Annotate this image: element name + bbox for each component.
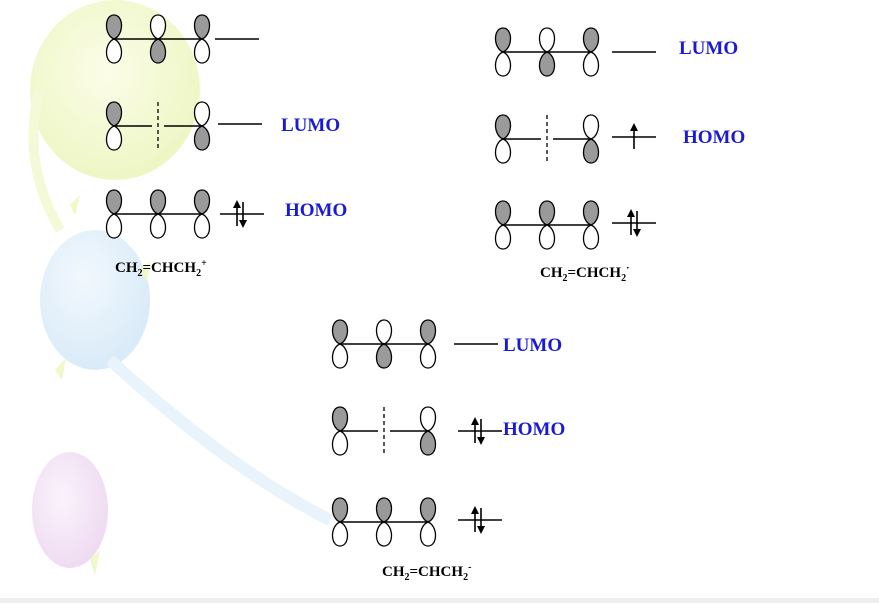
p-orbital-bottom-lobe xyxy=(419,430,437,456)
radical-formula: CH2=CHCH2· xyxy=(540,263,630,284)
electron-arrowhead xyxy=(471,417,479,425)
p-orbital-bottom-lobe xyxy=(375,521,393,547)
radical-lumo-label: LUMO xyxy=(679,38,739,59)
confetti xyxy=(70,195,80,215)
p-orbital-top-lobe xyxy=(149,14,167,40)
p-orbital-top-lobe xyxy=(538,27,556,53)
p-orbital-bottom-lobe xyxy=(419,521,437,547)
p-orbital-bottom-lobe xyxy=(582,224,600,250)
p-orbital-bottom-lobe xyxy=(149,38,167,64)
p-orbital-top-lobe xyxy=(331,497,349,523)
electron-arrowhead xyxy=(630,123,638,131)
p-orbital-bottom-lobe xyxy=(419,343,437,369)
p-orbital-top-lobe xyxy=(419,319,437,345)
p-orbital-bottom-lobe xyxy=(193,38,211,64)
p-orbital-bottom-lobe xyxy=(538,51,556,77)
electron-arrowhead xyxy=(233,200,241,208)
p-orbital-bottom-lobe xyxy=(149,213,167,239)
p-orbital-top-lobe xyxy=(193,14,211,40)
electron-arrowhead xyxy=(627,209,635,217)
p-orbital-bottom-lobe xyxy=(105,213,123,239)
p-orbital-top-lobe xyxy=(149,189,167,215)
electron-arrowhead xyxy=(477,526,485,534)
p-orbital-bottom-lobe xyxy=(331,521,349,547)
confetti xyxy=(55,358,66,380)
anion-lumo-label: LUMO xyxy=(503,335,563,356)
purple-balloon-shape xyxy=(32,452,108,568)
cation-lumo-label: LUMO xyxy=(281,115,341,136)
p-orbital-bottom-lobe xyxy=(193,125,211,151)
p-orbital-top-lobe xyxy=(582,114,600,140)
p-orbital-top-lobe xyxy=(105,101,123,127)
anion-formula: CH2=CHCH2- xyxy=(382,562,472,583)
p-orbital-top-lobe xyxy=(105,189,123,215)
anion-homo-label: HOMO xyxy=(503,419,566,440)
p-orbital-bottom-lobe xyxy=(105,125,123,151)
p-orbital-bottom-lobe xyxy=(582,51,600,77)
p-orbital-top-lobe xyxy=(582,27,600,53)
p-orbital-bottom-lobe xyxy=(105,38,123,64)
p-orbital-top-lobe xyxy=(193,189,211,215)
cation-formula: CH2=CHCH2+ xyxy=(115,258,207,279)
p-orbital-top-lobe xyxy=(419,406,437,432)
p-orbital-top-lobe xyxy=(538,200,556,226)
p-orbital-bottom-lobe xyxy=(582,138,600,164)
electron-arrowhead xyxy=(633,229,641,237)
p-orbital-bottom-lobe xyxy=(494,224,512,250)
p-orbital-top-lobe xyxy=(375,497,393,523)
electron-arrowhead xyxy=(477,437,485,445)
p-orbital-bottom-lobe xyxy=(494,51,512,77)
blue-balloon-shape xyxy=(40,230,150,370)
radical-homo-label: HOMO xyxy=(683,127,746,148)
p-orbital-top-lobe xyxy=(494,114,512,140)
p-orbital-top-lobe xyxy=(582,200,600,226)
confetti xyxy=(140,262,150,282)
p-orbital-bottom-lobe xyxy=(193,213,211,239)
p-orbital-bottom-lobe xyxy=(494,138,512,164)
p-orbital-bottom-lobe xyxy=(375,343,393,369)
p-orbital-top-lobe xyxy=(494,200,512,226)
p-orbital-top-lobe xyxy=(419,497,437,523)
p-orbital-bottom-lobe xyxy=(331,430,349,456)
p-orbital-top-lobe xyxy=(105,14,123,40)
p-orbital-top-lobe xyxy=(193,101,211,127)
p-orbital-top-lobe xyxy=(375,319,393,345)
balloon-string xyxy=(28,88,65,233)
p-orbital-top-lobe xyxy=(331,406,349,432)
cation-homo-label: HOMO xyxy=(285,200,348,221)
balloon-string xyxy=(105,355,333,526)
p-orbital-bottom-lobe xyxy=(538,224,556,250)
p-orbital-bottom-lobe xyxy=(331,343,349,369)
electron-arrowhead xyxy=(471,506,479,514)
p-orbital-top-lobe xyxy=(331,319,349,345)
confetti xyxy=(90,550,100,575)
bottom-scroll-strip xyxy=(0,598,879,603)
electron-arrowhead xyxy=(239,220,247,228)
p-orbital-top-lobe xyxy=(494,27,512,53)
